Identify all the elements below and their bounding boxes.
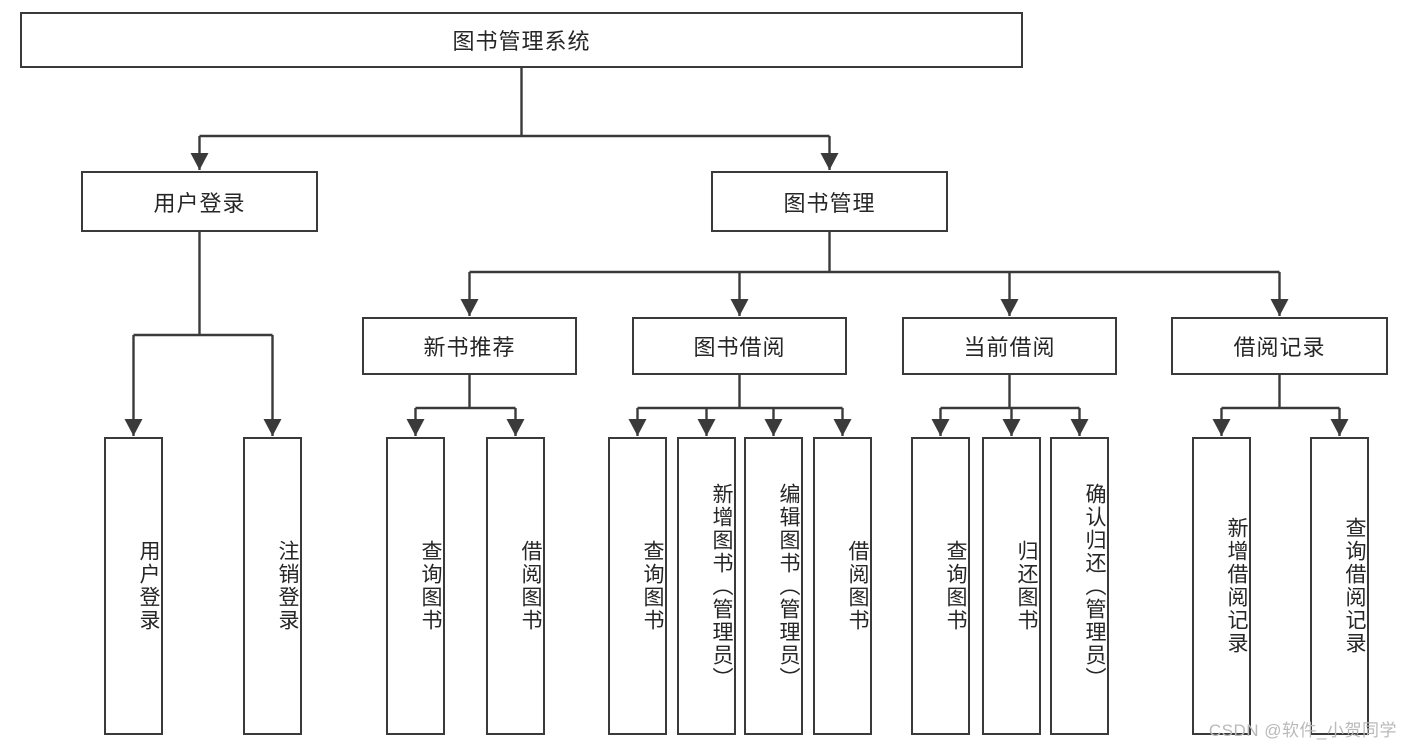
leaf-leaf-user-login: 用户登录 [104,437,163,735]
arrow-head [124,419,143,436]
arrow-head [628,419,647,436]
leaf-leaf-confirm-return: 确认归还（管理员） [1050,437,1109,735]
node-book-borrow: 图书借阅 [632,317,847,375]
node-borrow-record: 借阅记录 [1171,317,1388,375]
node-label: 新增借阅记录 [1225,517,1248,655]
leaf-leaf-edit-book: 编辑图书（管理员） [744,437,803,735]
arrow-head [1330,419,1349,436]
leaf-leaf-return-book: 归还图书 [982,437,1041,735]
arrow-head [190,153,209,170]
arrow-head [1212,419,1231,436]
node-new-book-rec: 新书推荐 [362,317,577,375]
arrow-head [1070,419,1089,436]
arrow-head [833,419,852,436]
watermark-label: CSDN @软件_小贺同学 [1208,721,1397,740]
arrow-head [263,419,282,436]
node-label: 确认归还（管理员） [1083,482,1106,690]
leaf-leaf-query-record: 查询借阅记录 [1310,437,1369,735]
node-label: 查询借阅记录 [1343,517,1366,655]
node-label: 借阅图书 [846,540,869,632]
node-label: 借阅图书 [519,540,542,632]
leaf-leaf-add-record: 新增借阅记录 [1192,437,1251,735]
node-label: 图书管理 [783,190,876,216]
node-label: 查询图书 [419,540,442,632]
node-label: 归还图书 [1015,540,1038,632]
node-label: 借阅记录 [1233,335,1326,360]
node-label: 新增图书（管理员） [710,482,733,690]
leaf-leaf-add-book: 新增图书（管理员） [677,437,736,735]
leaf-leaf-query-book-3: 查询图书 [911,437,970,735]
arrow-head [406,419,425,436]
leaf-leaf-borrow-book-1: 借阅图书 [486,437,545,735]
arrow-head [1002,419,1021,436]
node-label: 用户登录 [137,540,160,632]
node-label: 当前借阅 [963,335,1056,360]
node-current-borrow: 当前借阅 [902,317,1117,375]
arrow-head [697,419,716,436]
node-root: 图书管理系统 [20,12,1023,68]
node-label: 图书管理系统 [452,29,591,54]
arrow-head [460,299,479,316]
node-label: 新书推荐 [423,335,516,360]
leaf-leaf-user-logout: 注销登录 [243,437,302,735]
node-book-manage: 图书管理 [711,171,948,232]
arrow-head [1000,299,1019,316]
node-label: 用户登录 [153,190,246,216]
node-label: 查询图书 [641,540,664,632]
arrow-head [931,419,950,436]
node-label: 图书借阅 [693,335,786,360]
node-label: 注销登录 [276,540,299,632]
leaf-leaf-query-book-1: 查询图书 [386,437,445,735]
node-user-login: 用户登录 [81,171,318,232]
node-label: 编辑图书（管理员） [777,482,800,690]
arrow-head [764,419,783,436]
node-label: 查询图书 [944,540,967,632]
arrow-head [820,153,839,170]
arrow-head [1270,299,1289,316]
arrow-head [730,299,749,316]
leaf-leaf-borrow-book-2: 借阅图书 [813,437,872,735]
arrow-head [506,419,525,436]
leaf-leaf-query-book-2: 查询图书 [608,437,667,735]
